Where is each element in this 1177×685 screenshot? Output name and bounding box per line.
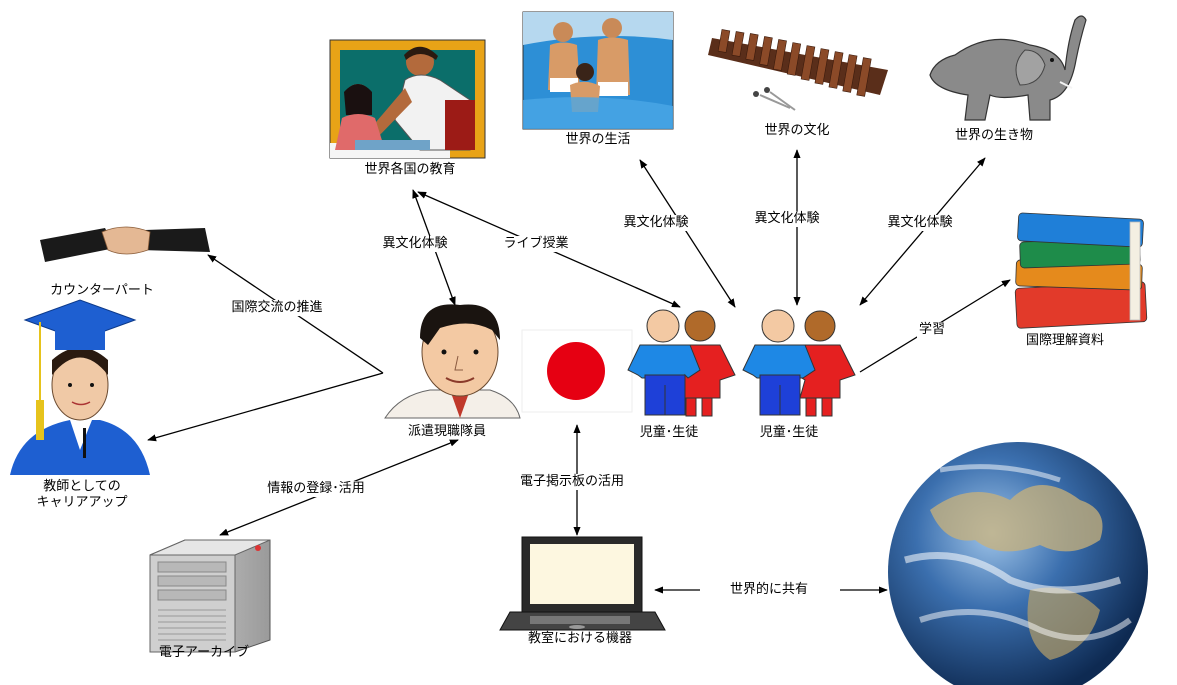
culture-picture [703, 12, 893, 117]
arrow-to-teacher [147, 372, 384, 442]
edge-label-live-class: ライブ授業 [501, 236, 571, 252]
education-picture [329, 39, 486, 159]
teacher-label-line2: キャリアアップ [36, 495, 128, 510]
edge-label-intercultural-2: 異文化体験 [621, 215, 691, 231]
life-label: 世界の生活 [565, 132, 631, 147]
arrow-students-life [639, 159, 736, 308]
edge-label-registration: 情報の登録･活用 [265, 481, 367, 497]
edge-label-bbs: 電子掲示板の活用 [517, 474, 627, 490]
classroom-label: 教室における機器 [527, 631, 633, 646]
classroom-laptop-picture [499, 536, 666, 631]
earth-picture [888, 442, 1148, 685]
materials-label: 国際理解資料 [1025, 333, 1105, 348]
education-label: 世界各国の教育 [364, 162, 456, 177]
staff-picture [384, 304, 521, 419]
edge-label-share: 世界的に共有 [729, 582, 809, 597]
students-2-label: 児童･生徒 [759, 425, 819, 440]
edge-label-intercultural-3: 異文化体験 [752, 211, 822, 227]
archive-label: 電子アーカイブ [158, 645, 250, 660]
culture-label: 世界の文化 [764, 123, 830, 138]
students-1-figure [627, 309, 736, 417]
edge-label-exchange: 国際交流の推進 [229, 300, 325, 316]
teacher-label-line1: 教師としての [43, 479, 121, 494]
staff-label: 派遣現職隊員 [407, 424, 487, 439]
counterpart-label: カウンターパート [50, 283, 154, 298]
edge-label-learning: 学習 [916, 322, 948, 338]
teacher-picture [10, 299, 150, 475]
life-picture [522, 11, 674, 130]
counterpart-picture [40, 226, 210, 262]
creatures-label: 世界の生き物 [954, 128, 1034, 143]
students-2-figure [742, 309, 856, 417]
arrow-students-creatures [859, 157, 986, 306]
archive-server-picture [149, 539, 271, 653]
edge-label-intercultural-4: 異文化体験 [885, 215, 955, 231]
edge-label-intercultural-1: 異文化体験 [380, 236, 450, 252]
japan-flag [521, 329, 633, 413]
creatures-picture [929, 15, 1087, 121]
students-1-label: 児童･生徒 [639, 425, 699, 440]
materials-picture [1014, 212, 1148, 329]
